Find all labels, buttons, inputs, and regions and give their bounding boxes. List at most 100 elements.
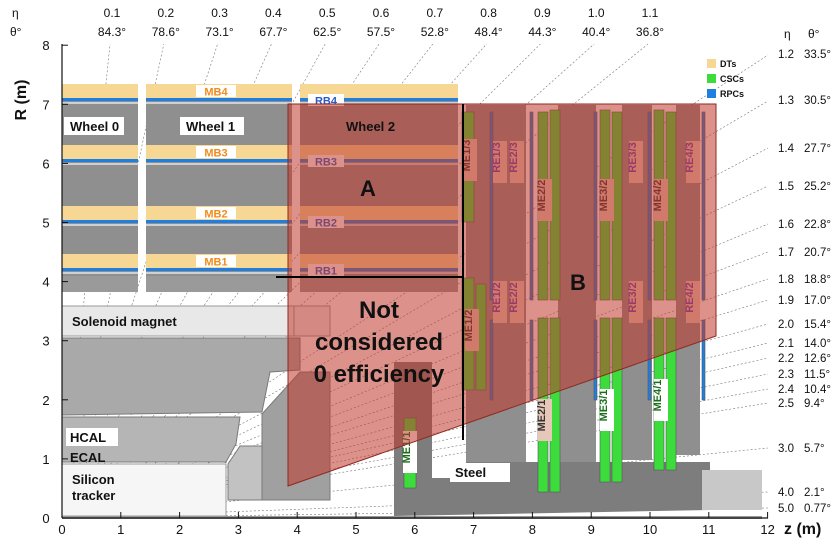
right-eta-value: 1.2 (778, 49, 794, 61)
mb-label-box (196, 85, 236, 97)
top-theta-value: 40.4° (582, 25, 610, 39)
yoke-gap (62, 102, 138, 104)
right-eta-value: 2.4 (778, 384, 795, 396)
hcal-label-box (66, 428, 118, 446)
right-eta-value: 2.5 (778, 398, 794, 410)
right-eta-value: 2.3 (778, 369, 794, 381)
legend-swatch-dt (707, 59, 716, 68)
top-theta-value: 62.5° (313, 25, 341, 39)
y-tick-label: 4 (42, 275, 49, 290)
top-theta-value: 84.3° (98, 25, 126, 39)
right-eta-value: 2.1 (778, 338, 794, 350)
top-theta-symbol: θ° (10, 25, 22, 39)
region-a-label: A (360, 176, 376, 201)
rpc-strip (300, 98, 458, 101)
x-tick-label: 9 (588, 522, 595, 537)
x-tick-label: 8 (529, 522, 536, 537)
right-theta-value: 2.1° (804, 487, 825, 499)
silicon-tracker (61, 463, 227, 517)
wheel-2-label: Wheel 2 (346, 119, 395, 134)
top-theta-value: 48.4° (475, 25, 503, 39)
csc-label-box (654, 379, 668, 421)
right-eta-value: 1.5 (778, 181, 794, 193)
rb-label-box (308, 94, 344, 106)
right-theta-value: 27.7° (804, 143, 831, 155)
legend: DTs CSCs RPCs (707, 59, 744, 99)
hcal-label: HCAL (70, 430, 106, 445)
dt-chamber (62, 84, 138, 98)
yoke-gap (62, 163, 138, 165)
right-theta-value: 17.0° (804, 295, 831, 307)
top-theta-value: 44.3° (528, 25, 556, 39)
yoke-gap (146, 102, 292, 104)
mb-label-box (196, 255, 236, 267)
rpc-strip (146, 268, 292, 271)
rpc-strip (62, 268, 138, 271)
top-eta-theta-scale: η θ° 0.184.3°0.278.6°0.373.1°0.467.7°0.5… (10, 6, 664, 39)
top-theta-value: 78.6° (152, 25, 180, 39)
mb-label-box (196, 207, 236, 219)
mb-label: MB4 (204, 87, 228, 99)
x-tick-label: 10 (643, 522, 657, 537)
forward-shield (702, 470, 762, 510)
right-theta-value: 14.0° (804, 338, 831, 350)
y-tick-label: 2 (42, 393, 49, 408)
rpc-strip (62, 159, 138, 162)
x-tick-label: 6 (411, 522, 418, 537)
right-eta-value: 5.0 (778, 503, 794, 515)
right-eta-value: 1.3 (778, 95, 794, 107)
csc-label: ME2/1 (536, 400, 548, 432)
steel-label: Steel (455, 465, 486, 480)
analysis-region-overlay (287, 103, 717, 487)
y-tick-label: 5 (42, 216, 49, 231)
tracker-label-line2: tracker (72, 488, 115, 503)
right-theta-value: 15.4° (804, 319, 831, 331)
right-theta-value: 0.77° (804, 503, 831, 515)
mb-label-box (196, 146, 236, 158)
x-tick-label: 5 (352, 522, 359, 537)
x-axis-label: z (m) (784, 521, 821, 538)
mb-label: MB2 (204, 209, 227, 221)
x-tick-label: 11 (702, 522, 716, 537)
x-tick-label: 1 (117, 522, 124, 537)
region-b-label: B (570, 270, 586, 295)
top-theta-value: 73.1° (206, 25, 234, 39)
steel-label-bg (450, 463, 510, 482)
wheel-0-label-box (64, 117, 124, 135)
y-tick-label: 6 (42, 156, 49, 171)
wheel-1-label: Wheel 1 (186, 119, 235, 134)
top-eta-value: 1.1 (642, 6, 659, 20)
not-considered-line2: considered (315, 329, 443, 356)
right-theta-value: 30.5° (804, 95, 831, 107)
wheel-labels: Wheel 0 Wheel 1 Wheel 2 (64, 117, 395, 135)
right-eta-value: 1.6 (778, 219, 794, 231)
right-eta-value: 1.9 (778, 295, 794, 307)
right-eta-value: 4.0 (778, 487, 794, 499)
top-eta-value: 0.8 (480, 6, 497, 20)
right-eta-value: 1.7 (778, 247, 794, 259)
tracker-label-line1: Silicon (72, 472, 115, 487)
legend-label-dt: DTs (720, 59, 736, 69)
legend-swatch-rpc (707, 89, 716, 98)
y-axis-label: R (m) (13, 80, 30, 121)
top-theta-value: 52.8° (421, 25, 449, 39)
yoke-gap (62, 272, 138, 274)
hcal-block (61, 337, 301, 416)
top-theta-value: 36.8° (636, 25, 664, 39)
yoke-base (62, 276, 138, 292)
top-eta-value: 0.3 (211, 6, 228, 20)
subsystem-labels: Solenoid magnet HCAL ECAL Silicon tracke… (66, 314, 486, 503)
yoke-base (146, 276, 292, 292)
y-tick-label: 7 (42, 97, 49, 112)
not-considered-line3: 0 efficiency (314, 361, 445, 388)
rpc-strip (146, 98, 292, 101)
yoke-gap (146, 272, 292, 274)
legend-label-csc: CSCs (720, 74, 744, 84)
mb-label: MB1 (204, 257, 227, 269)
yoke-gap (146, 224, 292, 226)
x-tick-label: 0 (58, 522, 65, 537)
x-tick-label: 7 (470, 522, 477, 537)
top-eta-value: 0.5 (319, 6, 336, 20)
